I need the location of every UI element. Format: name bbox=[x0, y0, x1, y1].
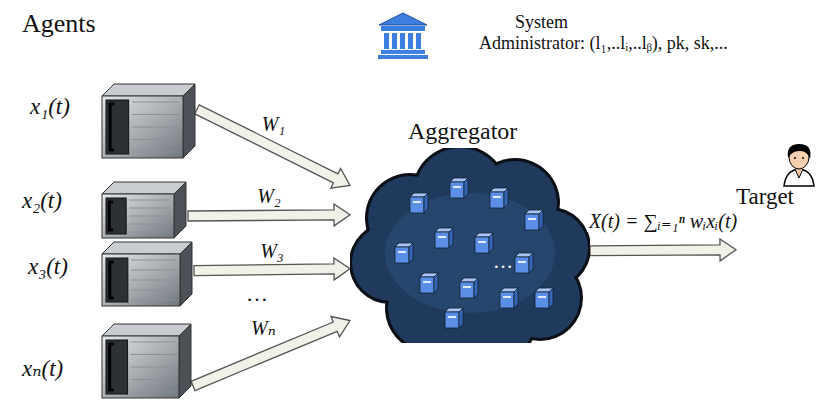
edge-label: W₃ bbox=[258, 240, 286, 262]
hollow-arrow bbox=[590, 239, 736, 261]
hollow-arrow bbox=[191, 317, 350, 391]
ellipsis: … bbox=[493, 250, 513, 272]
target-node: Target bbox=[736, 140, 820, 258]
group-title: Agents bbox=[22, 10, 96, 39]
node-label: x₁(t) bbox=[30, 94, 70, 120]
edge-label: Wₙ bbox=[249, 317, 278, 339]
person-icon bbox=[780, 142, 818, 188]
edge-label: X(t) = ∑ᵢ₌₁ⁿ wᵢxᵢ(t) bbox=[587, 210, 739, 232]
agent-server: x₁(t) bbox=[22, 82, 197, 160]
agent-server: x₃(t) bbox=[22, 240, 194, 308]
aggregator-cloud: Aggregator bbox=[350, 118, 590, 343]
server-icon bbox=[100, 322, 193, 400]
server-icon bbox=[100, 240, 194, 308]
administrator-icon bbox=[377, 12, 429, 60]
node-label: System Administrator: (l₁,..lᵢ,..lᵦ), pk… bbox=[479, 12, 809, 53]
ellipsis: … bbox=[246, 282, 268, 306]
node-label: Aggregator bbox=[408, 118, 517, 146]
edge-label: W₂ bbox=[255, 185, 283, 207]
node-label: x₂(t) bbox=[22, 188, 62, 214]
hollow-arrow bbox=[195, 105, 350, 188]
edge-label: W₁ bbox=[260, 113, 288, 135]
administrator: System Administrator: (l₁,..lᵢ,..lᵦ), pk… bbox=[375, 8, 815, 64]
agent-server: x₂(t) bbox=[18, 180, 188, 240]
node-label: x₃(t) bbox=[28, 254, 68, 280]
server-icon bbox=[100, 180, 188, 240]
node-label: xₙ(t) bbox=[22, 356, 63, 382]
node-label: Target bbox=[736, 184, 794, 210]
agent-server: xₙ(t) bbox=[18, 322, 193, 400]
server-icon bbox=[100, 82, 197, 160]
cloud-illustration bbox=[350, 148, 590, 343]
